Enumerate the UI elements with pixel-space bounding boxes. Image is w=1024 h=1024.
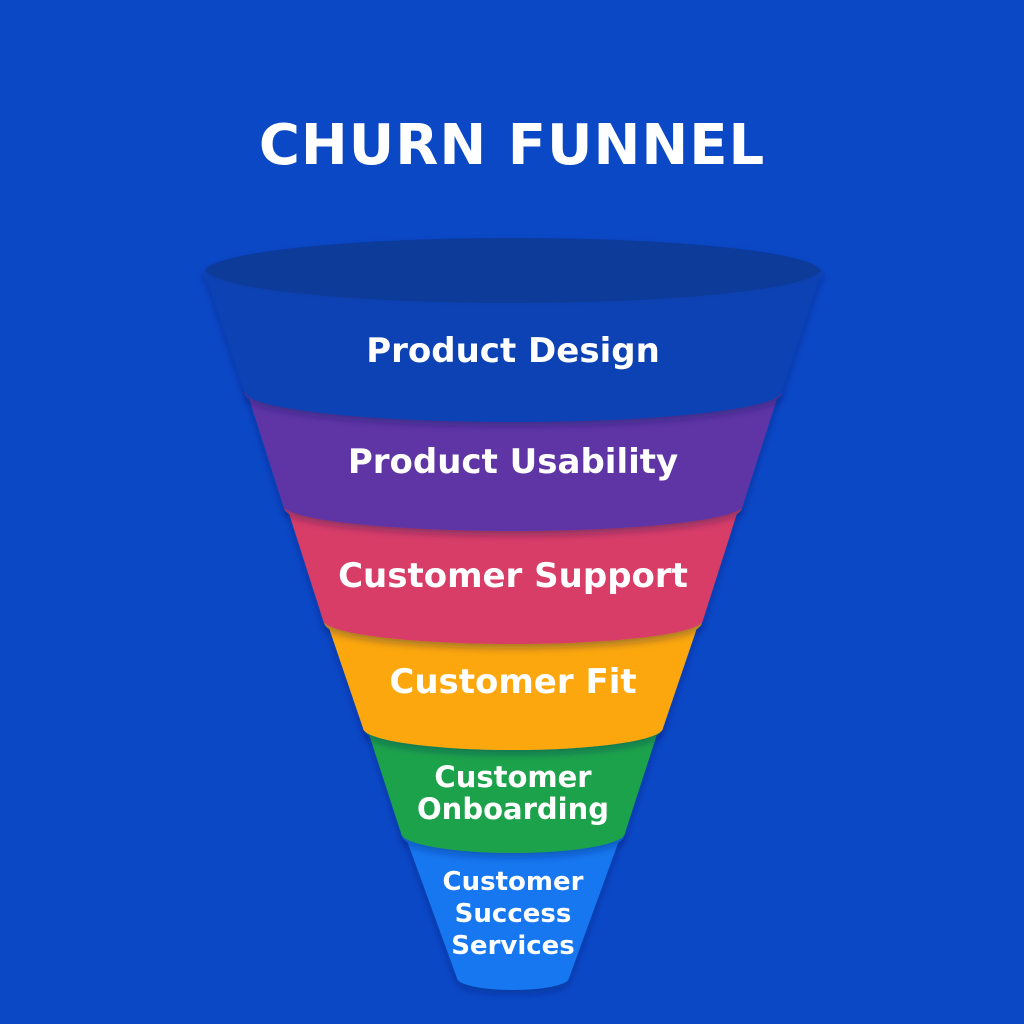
funnel-layer-label: Product Design — [366, 331, 660, 371]
funnel-layer-lip — [202, 271, 824, 309]
funnel-layer-label: Product Usability — [348, 442, 678, 482]
funnel-layer-rim — [205, 238, 821, 306]
funnel-layer-label: Customer — [434, 760, 592, 794]
funnel-layer-label: Success — [455, 899, 572, 929]
funnel-layer-lip — [284, 506, 742, 536]
funnel-layer-body — [367, 728, 659, 853]
funnel-layer: Product Design — [202, 238, 824, 422]
funnel-layer-label: Onboarding — [417, 792, 609, 826]
funnel-layer-label: Customer Fit — [389, 662, 636, 702]
funnel-layer-label: Customer Support — [338, 556, 688, 596]
funnel-layer-label: Services — [451, 931, 575, 961]
funnel-layer-body — [405, 835, 621, 990]
funnel-layer-body — [327, 622, 699, 750]
page-title: CHURN FUNNEL — [258, 113, 766, 178]
funnel-layer-body — [205, 272, 821, 422]
funnel-layer-body — [247, 392, 779, 531]
funnel-layer-body — [287, 507, 739, 644]
funnel-layer-label: Customer — [443, 867, 584, 897]
funnel-layer-lip — [324, 621, 702, 649]
